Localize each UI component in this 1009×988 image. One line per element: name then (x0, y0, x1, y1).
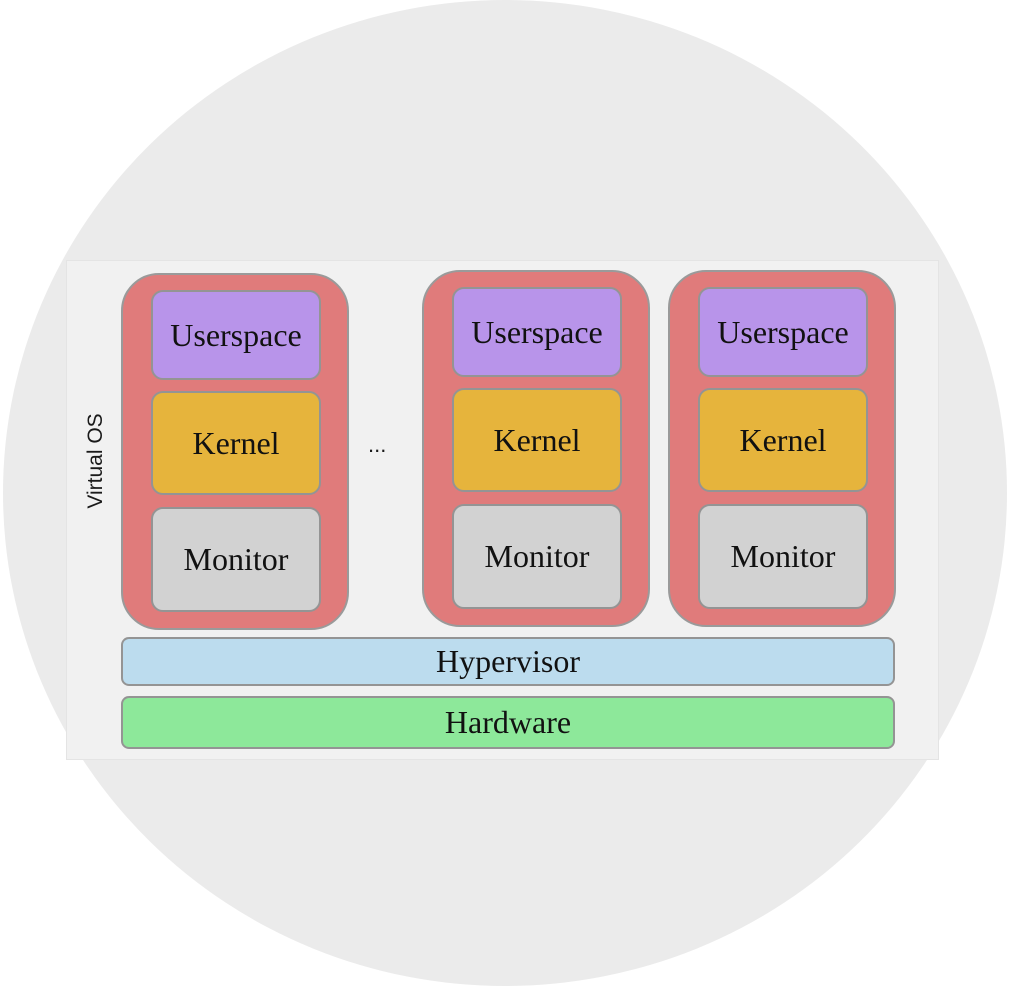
vm-container-3: Userspace Kernel Monitor (668, 270, 896, 627)
monitor-layer: Monitor (698, 504, 868, 609)
monitor-layer: Monitor (452, 504, 622, 609)
kernel-layer: Kernel (452, 388, 622, 492)
virtual-os-label: Virtual OS (84, 413, 107, 509)
userspace-layer: Userspace (452, 287, 622, 377)
kernel-layer: Kernel (698, 388, 868, 492)
monitor-layer: Monitor (151, 507, 321, 612)
hardware-layer: Hardware (121, 696, 895, 749)
vm-container-1: Userspace Kernel Monitor (121, 273, 349, 630)
hypervisor-layer: Hypervisor (121, 637, 895, 686)
userspace-layer: Userspace (151, 290, 321, 380)
kernel-layer: Kernel (151, 391, 321, 495)
vm-container-2: Userspace Kernel Monitor (422, 270, 650, 627)
ellipsis: ... (368, 432, 387, 457)
userspace-layer: Userspace (698, 287, 868, 377)
